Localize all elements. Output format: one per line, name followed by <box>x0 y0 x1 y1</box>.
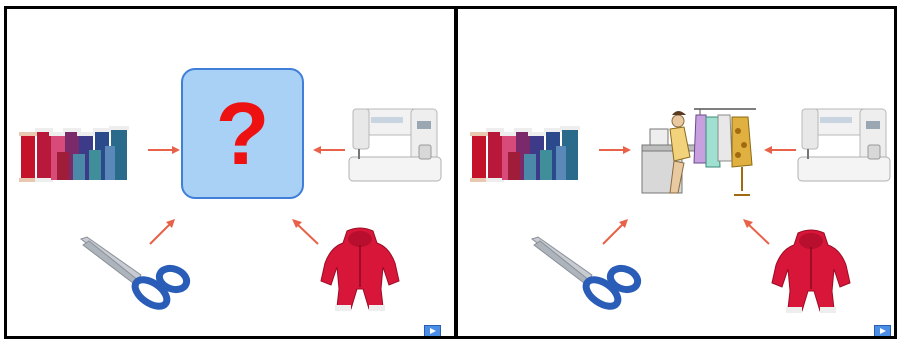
arrow-machine-to-center <box>763 144 797 156</box>
thread-spools-icon <box>470 124 592 184</box>
arrow-snowsuit-to-center <box>740 217 772 247</box>
arrow-thread-to-center <box>147 144 181 156</box>
play-icon <box>430 328 436 334</box>
slide-right <box>456 6 897 339</box>
red-snowsuit-icon <box>319 227 401 313</box>
sewing-machine-icon <box>347 101 443 187</box>
tailor-workshop-icon <box>640 105 758 197</box>
scissors-icon <box>530 235 642 311</box>
play-icon <box>880 328 886 334</box>
next-slide-button[interactable] <box>424 325 441 337</box>
next-slide-button[interactable] <box>874 325 891 337</box>
scissors-icon <box>79 235 191 311</box>
arrow-machine-to-center <box>312 144 346 156</box>
question-mark: ? <box>216 90 270 178</box>
sewing-machine-icon <box>796 101 892 187</box>
slide-left: ? <box>4 6 456 339</box>
arrow-thread-to-center <box>598 144 632 156</box>
arrow-snowsuit-to-center <box>289 217 321 247</box>
thread-spools-icon <box>19 124 141 184</box>
red-snowsuit-icon <box>770 229 852 315</box>
question-box: ? <box>181 68 304 199</box>
